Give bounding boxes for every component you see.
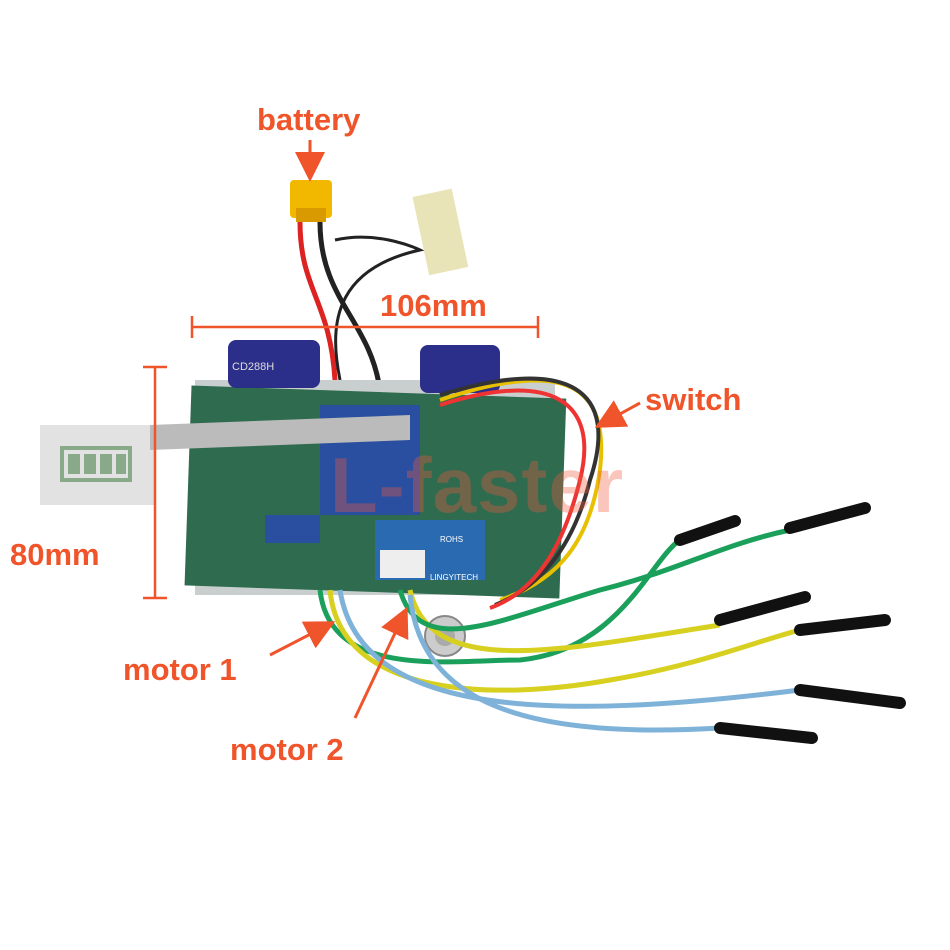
capacitors: CD288H bbox=[228, 340, 500, 393]
motor1-label: motor 1 bbox=[123, 652, 237, 687]
board-rohs-text: ROHS bbox=[440, 535, 463, 544]
board-brand-text: LINGYITECH bbox=[430, 573, 478, 582]
motor2-label: motor 2 bbox=[230, 732, 344, 767]
width-dimension bbox=[190, 316, 540, 338]
battery-indicator bbox=[40, 415, 410, 505]
switch-label: switch bbox=[645, 382, 742, 417]
motor-wire-tips bbox=[674, 502, 906, 744]
motor-wires bbox=[317, 527, 801, 733]
annotation-arrows bbox=[269, 140, 641, 719]
switch-wires bbox=[439, 376, 604, 610]
battery-wires bbox=[297, 221, 425, 391]
width-label: 106mm bbox=[380, 288, 487, 323]
height-label: 80mm bbox=[10, 537, 100, 572]
adhesive-tape bbox=[412, 188, 469, 276]
capacitor-text: CD288H bbox=[232, 361, 274, 373]
battery-connector bbox=[290, 180, 332, 222]
battery-label: battery bbox=[257, 102, 361, 137]
watermark: L-faster bbox=[330, 441, 625, 529]
height-dimension bbox=[143, 365, 167, 600]
